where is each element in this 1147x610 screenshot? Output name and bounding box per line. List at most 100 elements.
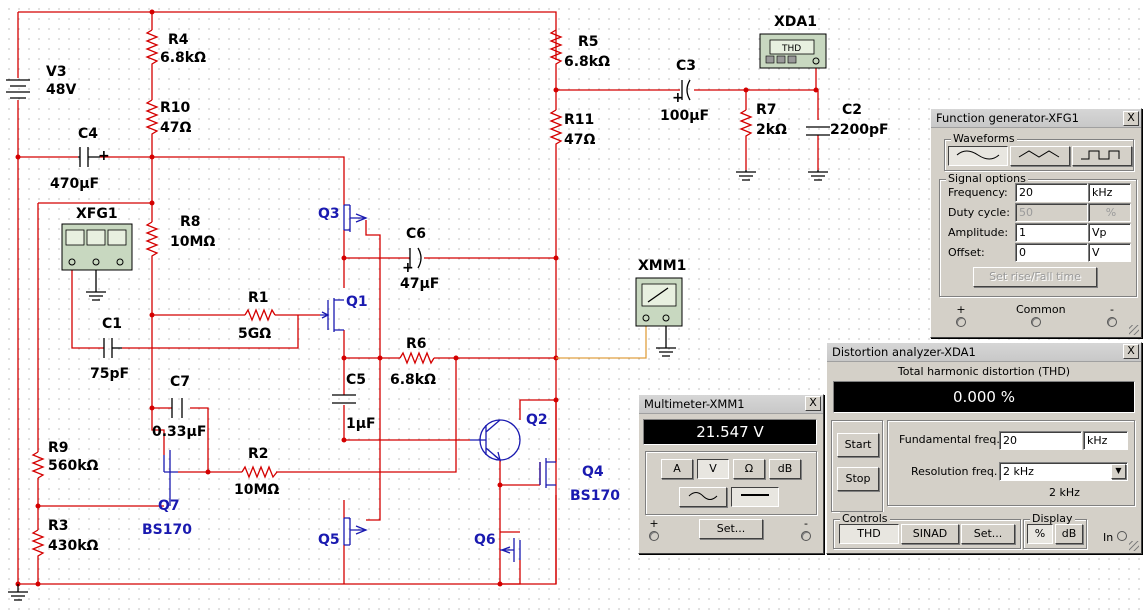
ammeter-mode-button[interactable]: A [661,459,693,479]
triangle-wave-button[interactable] [1010,146,1070,166]
label-q1-name: Q1 [346,294,368,310]
label-r8-name: R8 [180,214,201,230]
frequency-settings-group [887,420,1135,506]
resolution-freq-select[interactable]: 2 kHz ▼ [999,462,1128,481]
square-wave-icon [1081,150,1120,160]
ohmmeter-mode-button[interactable]: Ω [733,459,765,479]
signal-options-group: Signal options [939,172,1137,297]
resolution-freq-readout: 2 kHz [1049,486,1080,499]
multimeter-window[interactable]: Multimeter-XMM1 X 21.547 V A V Ω dB Set.… [638,394,824,554]
label-c1-value: 75pF [90,366,129,382]
label-c4-value: 470µF [50,176,99,192]
percent-button[interactable]: % [1027,524,1053,544]
ground-symbols [8,170,828,601]
label-r6-value: 6.8kΩ [390,372,436,388]
distortion-analyzer-title[interactable]: Distortion analyzer-XDA1 [827,343,1141,362]
sinad-button[interactable]: SINAD [901,524,959,544]
controls-label: Controls [840,512,890,525]
analyzer-set-button[interactable]: Set... [961,524,1015,544]
fg-plus-label: + [956,303,966,316]
thd-button[interactable]: THD [839,524,899,544]
distortion-analyzer-window[interactable]: Distortion analyzer-XDA1 X Total harmoni… [826,342,1142,554]
label-r10-name: R10 [160,100,191,116]
amplitude-label: Amplitude: [948,226,1009,239]
label-c2-name: C2 [842,102,862,118]
label-c7-value: 0.33µF [152,424,206,440]
function-generator-window[interactable]: Function generator-XFG1 X Waveforms Sign… [930,108,1142,338]
db-mode-button[interactable]: dB [769,459,801,479]
capacitors[interactable] [78,79,830,418]
input-terminal-icon[interactable] [1117,531,1127,541]
amplitude-unit[interactable]: Vp [1088,223,1131,242]
resolution-freq-selected: 2 kHz [1003,465,1034,478]
label-xfg1-name: XFG1 [76,206,118,222]
dc-mode-button[interactable] [731,487,779,507]
ac-mode-button[interactable] [679,487,727,507]
label-r4-name: R4 [168,32,189,48]
label-r5-name: R5 [578,34,599,50]
square-wave-button[interactable] [1072,146,1132,166]
label-r1-name: R1 [248,290,269,306]
fundamental-freq-unit[interactable]: kHz [1083,431,1128,450]
resize-grip-icon[interactable] [1129,325,1139,335]
fg-common-terminal[interactable]: Common [1016,303,1066,327]
fg-minus-terminal[interactable]: - [1101,303,1123,327]
label-c5-value: 1µF [346,416,376,432]
offset-input[interactable]: 0 [1015,243,1088,262]
fundamental-freq-input[interactable]: 20 [999,431,1082,450]
label-r4-value: 6.8kΩ [160,50,206,66]
stop-button[interactable]: Stop [837,467,879,491]
label-r7-name: R7 [756,102,777,118]
fundamental-freq-label: Fundamental freq. [899,433,1000,446]
transistors[interactable] [163,204,556,562]
mm-plus-terminal[interactable]: + [643,517,665,541]
distortion-analyzer-close-button[interactable]: X [1123,344,1139,359]
battery-v3[interactable] [6,79,30,99]
frequency-input[interactable]: 20 [1015,183,1088,202]
multimeter-close-button[interactable]: X [805,396,821,411]
multimeter-title[interactable]: Multimeter-XMM1 [639,395,823,414]
fg-plus-terminal[interactable]: + [950,303,972,327]
label-r5-value: 6.8kΩ [564,54,610,70]
resize-grip-icon[interactable] [1129,541,1139,551]
db-button[interactable]: dB [1055,524,1083,544]
resistors[interactable] [31,29,753,560]
label-q5-name: Q5 [318,532,340,548]
frequency-unit[interactable]: kHz [1088,183,1131,202]
signal-options-label: Signal options [946,172,1028,185]
dropdown-arrow-icon[interactable]: ▼ [1111,464,1126,479]
multimeter-set-button[interactable]: Set... [699,519,763,539]
in-label: In [1103,531,1114,544]
label-c1-name: C1 [102,316,122,332]
offset-unit[interactable]: V [1088,243,1131,262]
xmm1-instrument-icon[interactable] [635,277,683,327]
multimeter-controls-group [645,451,817,515]
set-rise-fall-button[interactable]: Set rise/Fall time [973,267,1097,287]
amplitude-input[interactable]: 1 [1015,223,1088,242]
sine-wave-button[interactable] [948,146,1008,166]
voltmeter-mode-button[interactable]: V [697,459,729,479]
mm-minus-terminal[interactable]: - [795,517,817,541]
function-generator-close-button[interactable]: X [1123,111,1139,126]
start-stop-group [831,420,883,512]
label-q6-name: Q6 [474,532,496,548]
label-c7-name: C7 [170,374,190,390]
start-button[interactable]: Start [837,433,879,457]
mm-plus-label: + [649,517,659,530]
label-c6-value: 47µF [400,276,439,292]
label-r1-value: 5GΩ [238,326,271,342]
fg-minus-terminal-icon [1107,317,1117,327]
display-group: Display [1023,512,1087,549]
function-generator-title[interactable]: Function generator-XFG1 [931,109,1141,128]
label-q3-name: Q3 [318,206,340,222]
xfg1-instrument-icon[interactable] [61,223,133,271]
sine-wave-icon [956,150,1000,160]
duty-cycle-input: 50 [1015,203,1088,222]
label-c5-name: C5 [346,372,366,388]
display-label: Display [1030,512,1075,525]
label-v3-value: 48V [46,82,76,98]
triangle-wave-icon [1018,150,1060,158]
xda1-instrument-icon[interactable] [759,33,827,69]
label-r10-value: 47Ω [160,120,191,136]
